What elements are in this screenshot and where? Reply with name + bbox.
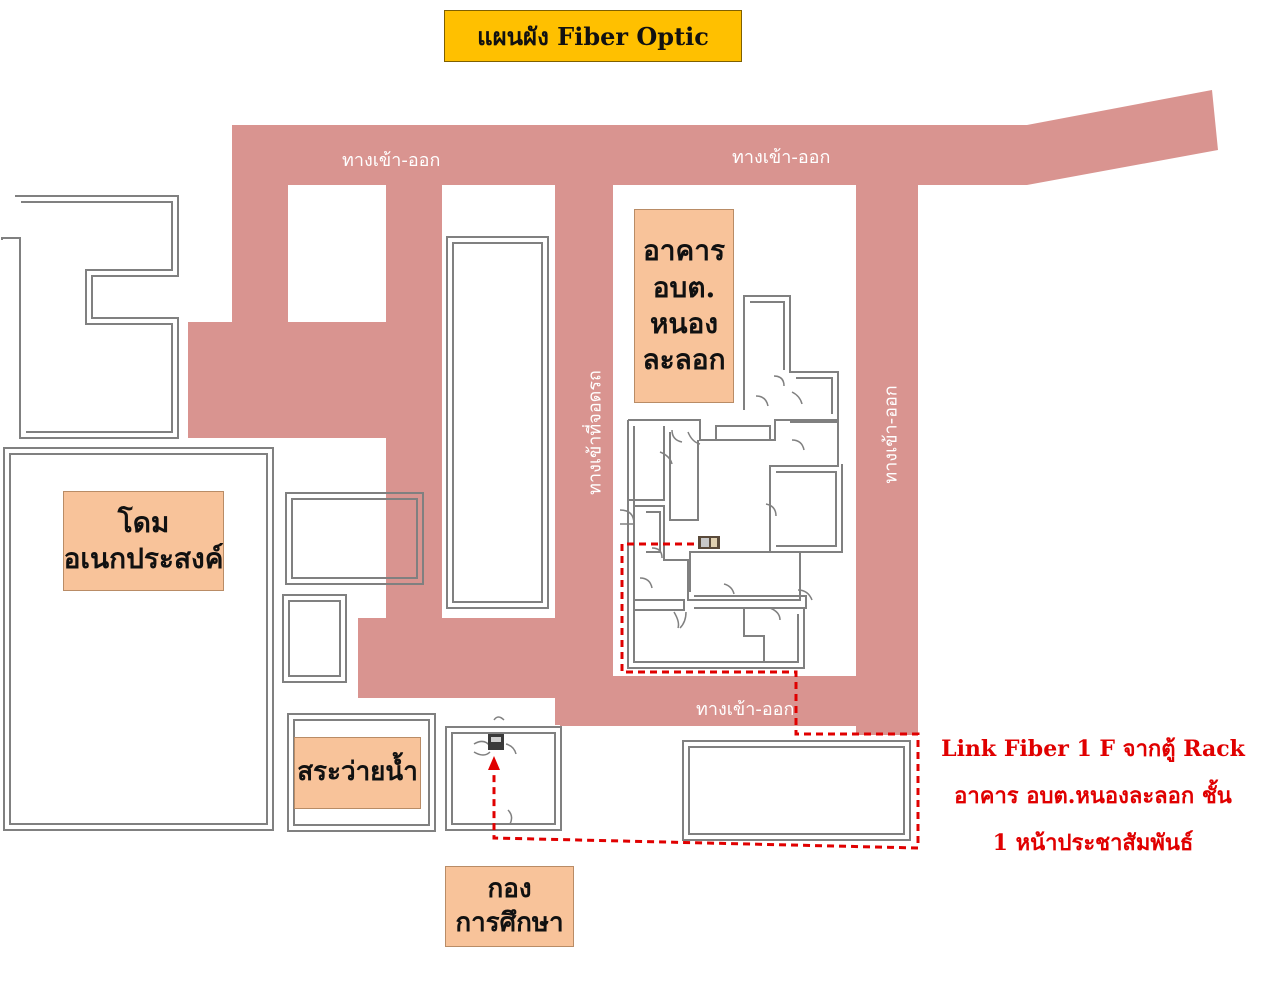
- office-label-line: ละลอก: [642, 343, 726, 377]
- road-label-parking: ทางเข้าที่จอดรถ: [584, 370, 606, 495]
- small-building-2-outer: [282, 594, 347, 683]
- small-building-1-outer: [285, 492, 424, 585]
- road-col-2: [386, 125, 442, 685]
- office-label-line: หนอง: [649, 307, 719, 340]
- door-symbols: [473, 375, 813, 825]
- education-building-outer: [445, 726, 562, 831]
- road-left-branch: [232, 125, 288, 340]
- left-building-inner: [21, 201, 173, 433]
- road-label-right: ทางเข้า-ออก: [880, 385, 902, 484]
- road-label-top-left: ทางเข้า-ออก: [342, 150, 441, 171]
- education-division-label: กอง การศึกษา: [445, 866, 574, 947]
- building-outlines: [1, 195, 911, 841]
- education-building-inner: [451, 732, 556, 825]
- note-line: อาคาร อบต.หนองละลอก ชั้น: [954, 783, 1232, 809]
- education-label-line: การศึกษา: [455, 907, 564, 938]
- office-label-line: อบต.: [652, 270, 716, 304]
- fiber-route: [492, 542, 920, 850]
- fiber-link-note: Link Fiber 1 F จากตู้ Rack อาคาร อบต.หนอ…: [918, 726, 1268, 867]
- tall-building-inner: [452, 242, 543, 603]
- small-building-1-inner: [291, 498, 418, 579]
- dome-building-label: โดม อเนกประสงค์: [63, 491, 224, 591]
- road-right: [856, 125, 918, 735]
- office-label-line: อาคาร: [642, 234, 726, 268]
- road-bottom: [560, 676, 918, 726]
- road-label-bottom: ทางเข้า-ออก: [696, 699, 795, 720]
- bottom-right-building-outer: [682, 740, 911, 841]
- left-building-outer: [1, 195, 179, 439]
- note-line: Link Fiber 1 F จากตู้ Rack: [941, 736, 1245, 762]
- rack-icon: [488, 734, 504, 750]
- office-building-label: อาคาร อบต. หนอง ละลอก: [634, 209, 734, 403]
- road-label-top-right: ทางเข้า-ออก: [732, 147, 831, 168]
- fiber-route-arrow: [488, 756, 500, 770]
- dome-outer: [3, 447, 274, 831]
- rack-icon: [698, 536, 720, 549]
- bottom-right-building-inner: [688, 746, 905, 835]
- education-label-line: กอง: [487, 873, 532, 904]
- dome-label-line: อเนกประสงค์: [63, 542, 224, 575]
- road-network: [188, 90, 1218, 735]
- pool-label: สระว่ายน้ำ: [294, 737, 421, 809]
- pool-outer: [287, 713, 436, 832]
- dome-inner: [9, 453, 268, 825]
- road-top-extension: [1027, 90, 1218, 185]
- tall-building-outer: [446, 236, 549, 609]
- fiber-route-office-loop: [492, 542, 920, 850]
- small-building-2-inner: [288, 600, 341, 677]
- dome-label-line: โดม: [117, 505, 170, 539]
- map-title: แผนผัง Fiber Optic: [444, 10, 742, 62]
- note-line: 1 หน้าประชาสัมพันธ์: [992, 830, 1194, 856]
